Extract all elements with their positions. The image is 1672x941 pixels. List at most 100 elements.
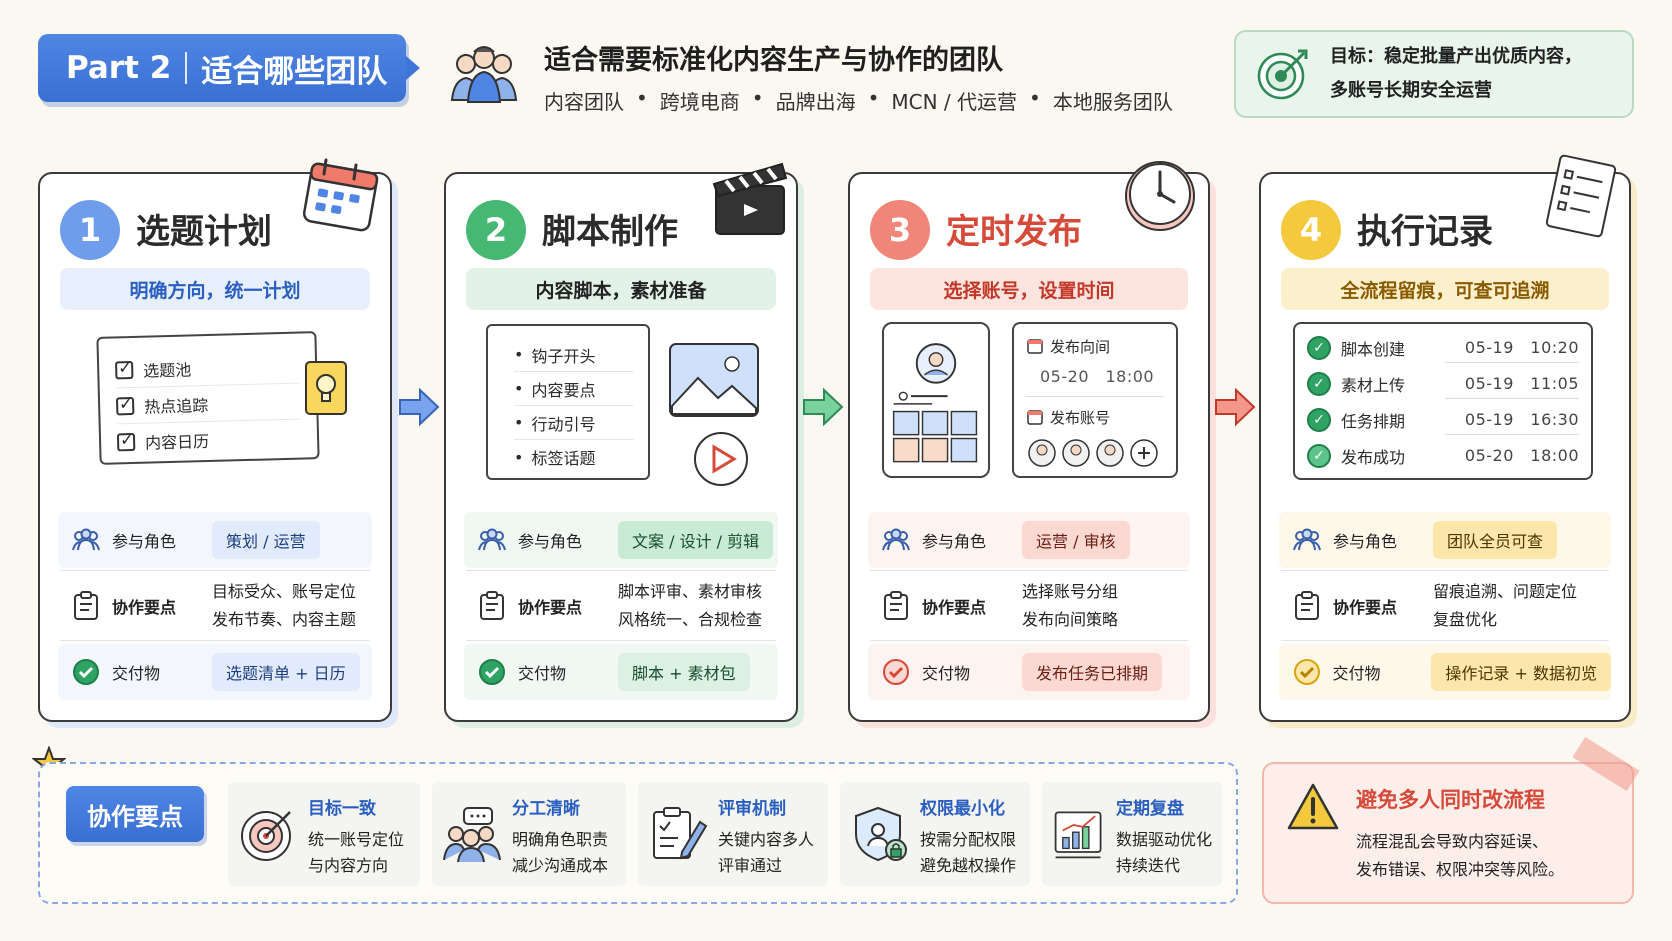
role-value: 团队全员可查 <box>1433 521 1558 559</box>
collab-item-desc: 关键内容多人评审通过 <box>718 830 815 875</box>
tag-item: 内容团队 <box>544 90 624 114</box>
role-value: 运营 / 审核 <box>1022 521 1130 559</box>
role-row: 参与角色 策划 / 运营 <box>58 512 372 568</box>
deliverable-value: 脚本 + 素材包 <box>618 653 750 691</box>
arrow-right-icon <box>803 387 844 427</box>
checklist-item: 热点追踪 <box>115 383 301 425</box>
deliverable-label: 交付物 <box>922 664 971 683</box>
warning-box: 避免多人同时改流程 流程混乱会导致内容延误、 发布错误、权限冲突等风险。 <box>1262 736 1640 904</box>
stage-subtitle: 明确方向，统一计划 <box>60 268 370 310</box>
log-row: ✓ 任务排期 05-19 16:30 <box>1307 402 1579 438</box>
stage-subtitle: 选择账号，设置时间 <box>870 268 1188 310</box>
outline-item: 行动引号 <box>514 406 634 440</box>
document-list-icon <box>1545 154 1617 238</box>
role-value: 文案 / 设计 / 剪辑 <box>618 521 774 559</box>
clapperboard-icon <box>712 162 788 235</box>
collab-item-review: 评审机制 关键内容多人评审通过 <box>638 782 828 886</box>
collab-item-desc: 明确角色职责减少沟通成本 <box>512 830 609 875</box>
clipboard-icon <box>472 586 512 626</box>
clipboard-icon <box>66 586 106 626</box>
goal-line: 多账号长期安全运营 <box>1330 80 1492 101</box>
deliverable-row: 交付物 发布任务已排期 <box>868 644 1190 700</box>
account-profile-mockup <box>882 322 990 478</box>
divider <box>1026 396 1164 397</box>
collab-row: 协作要点 目标受众、账号定位发布节奏、内容主题 <box>58 574 372 638</box>
tag-separator: • <box>636 86 648 110</box>
image-icon <box>669 343 759 417</box>
check-circle-icon <box>876 652 916 692</box>
clock-icon <box>1125 161 1195 231</box>
collab-item-desc: 统一账号定位与内容方向 <box>308 830 405 875</box>
stage-number: 1 <box>60 200 120 260</box>
collab-points: 目标受众、账号定位发布节奏、内容主题 <box>212 582 357 629</box>
collab-item-title: 目标一致 <box>308 799 376 819</box>
role-label: 参与角色 <box>922 532 987 551</box>
collab-section: 协作要点 目标一致 统一账号定位与内容方向 分工清晰 明确角色职责减少沟通成本 <box>38 762 1238 904</box>
deliverable-row: 交付物 操作记录 + 数据初览 <box>1279 644 1611 700</box>
collab-item-title: 定期复盘 <box>1115 799 1184 819</box>
role-label: 参与角色 <box>112 532 177 551</box>
checklist-item: 内容日历 <box>116 420 302 461</box>
divider <box>466 640 776 641</box>
calendar-icon <box>302 158 379 232</box>
stage-title: 选题计划 <box>136 212 272 252</box>
outline-item: 钩子开头 <box>514 338 634 372</box>
deliverable-value: 操作记录 + 数据初览 <box>1431 653 1611 691</box>
tag-separator: • <box>1029 86 1041 110</box>
outline-item: 内容要点 <box>514 372 634 406</box>
schedule-time: 05-20 18:00 <box>1040 367 1155 386</box>
schedule-panel: 发布向间 05-20 18:00 发布账号 <box>1012 322 1178 478</box>
divider <box>870 640 1188 641</box>
collab-item-title: 评审机制 <box>718 799 786 819</box>
role-row: 参与角色 运营 / 审核 <box>868 512 1190 568</box>
collab-item-title: 分工清晰 <box>512 799 580 819</box>
team-tags: 内容团队 • 跨境电商 • 品牌出海 • MCN / 代运营 • 本地服务团队 <box>544 86 1173 115</box>
deliverable-row: 交付物 选题清单 + 日历 <box>58 644 372 700</box>
shield-icon <box>855 806 907 862</box>
stage-title: 脚本制作 <box>542 212 678 252</box>
clipboard-icon <box>876 586 916 626</box>
outline-item: 标签话题 <box>514 440 634 474</box>
collab-points: 选择账号分组发布向间策略 <box>1022 582 1119 629</box>
collab-item-title: 权限最小化 <box>920 799 1005 819</box>
people-icon <box>472 520 512 560</box>
stage-card-script: 2 脚本制作 内容脚本，素材准备 钩子开头 内容要点 行动引号 标签话题 参与角… <box>444 162 798 722</box>
stage-number: 3 <box>870 200 930 260</box>
execution-log: ✓ 脚本创建 05-19 10:20 ✓ 素材上传 05-19 11:05 ✓ … <box>1293 322 1593 480</box>
check-icon: ✓ <box>1307 444 1331 468</box>
deliverable-value: 选题清单 + 日历 <box>212 653 360 691</box>
collab-row: 协作要点 脚本评审、素材审核风格统一、合规检查 <box>464 574 778 638</box>
divider <box>60 640 370 641</box>
deliverable-value: 发布任务已排期 <box>1022 653 1163 691</box>
script-outline: 钩子开头 内容要点 行动引号 标签话题 <box>486 324 650 480</box>
goal-line: 目标：稳定批量产出优质内容， <box>1330 46 1582 67</box>
role-row: 参与角色 团队全员可查 <box>1279 512 1611 568</box>
clipboard-icon <box>1287 586 1327 626</box>
log-row: ✓ 素材上传 05-19 11:05 <box>1307 366 1579 402</box>
schedule-label: 发布向间 <box>1026 334 1164 358</box>
warning-icon <box>1287 783 1339 830</box>
checkbox-icon <box>114 360 134 379</box>
target-icon <box>241 811 291 861</box>
collab-label: 协作要点 <box>112 598 177 617</box>
header-title: 适合需要标准化内容生产与协作的团队 <box>544 45 1003 76</box>
tag-separator: • <box>751 86 764 110</box>
divider <box>1281 640 1609 641</box>
people-icon <box>876 520 916 560</box>
deliverable-row: 交付物 脚本 + 素材包 <box>464 644 778 700</box>
log-row: ✓ 脚本创建 05-19 10:20 <box>1307 330 1579 366</box>
warning-title: 避免多人同时改流程 <box>1356 788 1545 812</box>
people-icon <box>1287 520 1327 560</box>
topic-checklist: 选题池 热点追踪 内容日历 <box>96 331 320 465</box>
tag-item: MCN / 代运营 <box>891 90 1018 114</box>
tag-separator: • <box>867 86 880 110</box>
tag-item: 品牌出海 <box>775 90 856 114</box>
account-avatars <box>1028 439 1158 467</box>
role-label: 参与角色 <box>1333 532 1398 551</box>
account-label: 发布账号 <box>1026 405 1164 429</box>
check-icon: ✓ <box>1307 372 1331 396</box>
collab-points: 留痕追溯、问题定位复盘优化 <box>1433 582 1578 629</box>
part-badge: Part 2 适合哪些团队 <box>38 34 420 102</box>
deliverable-label: 交付物 <box>1332 664 1381 683</box>
calendar-icon <box>1027 339 1043 354</box>
